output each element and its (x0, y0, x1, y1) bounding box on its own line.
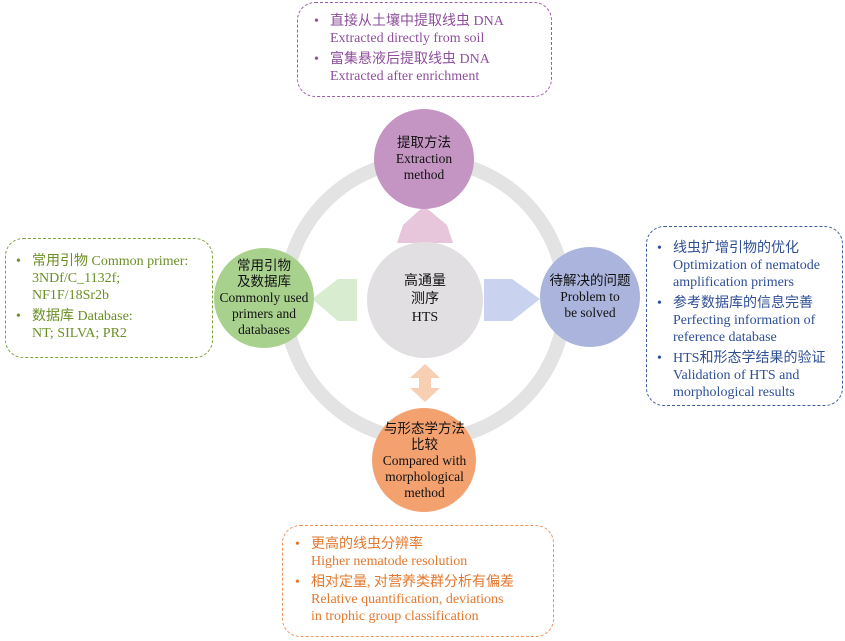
item-text: 常用引物 Common primer: (32, 254, 189, 269)
item-text: 参考数据库的信息完善 (673, 296, 813, 311)
bullet-icon: • (16, 309, 21, 324)
item-text: 3NDf/C_1132f; (32, 271, 121, 286)
node-primers-circle (214, 248, 314, 348)
item-text: 数据库 Database: (32, 309, 133, 324)
node-label-line: 提取方法 (397, 135, 451, 150)
bullet-icon: • (16, 254, 21, 269)
node-label-line: be solved (564, 305, 616, 320)
node-primers-databases: 常用引物 及数据库 Commonly used primers and data… (214, 248, 314, 348)
node-extraction-method: 提取方法 Extraction method (374, 109, 474, 209)
list-item: • 更高的线虫分辨率 Higher nematode resolution (291, 536, 545, 570)
item-text: Optimization of nematode (673, 258, 820, 273)
node-label-line: databases (238, 322, 290, 337)
item-text: Relative quantification, deviations (311, 592, 504, 607)
list-item: • 线虫扩增引物的优化 Optimization of nematode amp… (653, 240, 836, 291)
bullet-icon: • (657, 296, 662, 311)
node-label-line: Problem to (560, 289, 620, 304)
item-text-en: Extracted after enrichment (330, 69, 480, 84)
node-label-line: 待解决的问题 (549, 273, 631, 288)
node-morphological-comparison: 与形态学方法 比较 Compared with morphological me… (373, 403, 476, 518)
extraction-details-box: • 直接从土壤中提取线虫 DNA Extracted directly from… (297, 2, 552, 97)
center-node-label: 高通量 测序 HTS (375, 250, 475, 350)
item-text-en: Extracted directly from soil (330, 31, 485, 46)
node-problem-circle (540, 247, 640, 347)
node-label-line: Extraction (395, 151, 453, 166)
bullet-icon: • (295, 537, 300, 552)
node-morphology-circle (372, 408, 476, 512)
center-label-line: HTS (411, 310, 439, 325)
node-label-line: method (404, 484, 445, 500)
node-label-line: morphological (385, 468, 464, 484)
arrow-right (484, 279, 540, 321)
arrow-left (312, 279, 357, 321)
item-text-cn: 直接从土壤中提取线虫 DNA (330, 14, 504, 29)
item-text: Higher nematode resolution (311, 554, 468, 569)
item-text: NF1F/18Sr2b (32, 288, 110, 303)
item-text: Perfecting information of (673, 313, 816, 328)
list-item: • 常用引物 Common primer: 3NDf/C_1132f; NF1F… (12, 253, 204, 304)
morphology-comparison-box: • 更高的线虫分辨率 Higher nematode resolution • … (282, 525, 554, 637)
item-text: 线虫扩增引物的优化 (673, 241, 799, 256)
item-text: reference database (673, 330, 777, 345)
bullet-icon: • (657, 241, 662, 256)
list-item: • 数据库 Database: NT; SILVA; PR2 (12, 308, 204, 342)
item-text-cn: 富集悬液后提取线虫 DNA (330, 52, 490, 67)
item-text: 相对定量, 对营养类群分析有偏差 (311, 575, 514, 590)
item-text: Validation of HTS and (673, 368, 800, 383)
bullet-icon: • (295, 575, 300, 590)
item-text: NT; SILVA; PR2 (32, 326, 127, 341)
bullet-icon: • (314, 52, 319, 67)
node-label-line: Compared with (382, 452, 467, 468)
problems-box: • 线虫扩增引物的优化 Optimization of nematode amp… (646, 226, 843, 406)
item-text: amplification primers (673, 275, 794, 290)
center-circle (367, 242, 483, 358)
primers-databases-box: • 常用引物 Common primer: 3NDf/C_1132f; NF1F… (5, 238, 213, 358)
item-text: HTS和形态学结果的验证 (673, 351, 826, 366)
node-label-line: 比较 (411, 436, 438, 452)
node-label-line: Commonly used (219, 290, 309, 305)
node-label-line: primers and (231, 306, 297, 321)
list-item: • 参考数据库的信息完善 Perfecting information of r… (653, 295, 836, 346)
node-label-line: 及数据库 (237, 274, 291, 289)
bullet-icon: • (314, 14, 319, 29)
item-text: morphological results (673, 385, 795, 400)
list-item: • 富集悬液后提取线虫 DNA Extracted after enrichme… (310, 51, 541, 85)
arrow-top (397, 206, 453, 243)
list-item: • 直接从土壤中提取线虫 DNA Extracted directly from… (310, 13, 541, 47)
node-extraction-circle (374, 109, 474, 209)
node-label-line: method (403, 167, 445, 182)
list-item: • 相对定量, 对营养类群分析有偏差 Relative quantificati… (291, 574, 545, 625)
center-label-line: 测序 (411, 292, 439, 307)
bullet-icon: • (657, 351, 662, 366)
list-item: • HTS和形态学结果的验证 Validation of HTS and mor… (653, 350, 836, 401)
center-label-line: 高通量 (404, 274, 446, 289)
item-text: in trophic group classification (311, 609, 479, 624)
arrow-bottom (410, 364, 440, 402)
node-problem-to-be-solved: 待解决的问题 Problem to be solved (540, 247, 640, 347)
node-label-line: 常用引物 (237, 258, 291, 273)
item-text: 更高的线虫分辨率 (311, 537, 423, 552)
node-label-line: 与形态学方法 (384, 420, 465, 436)
